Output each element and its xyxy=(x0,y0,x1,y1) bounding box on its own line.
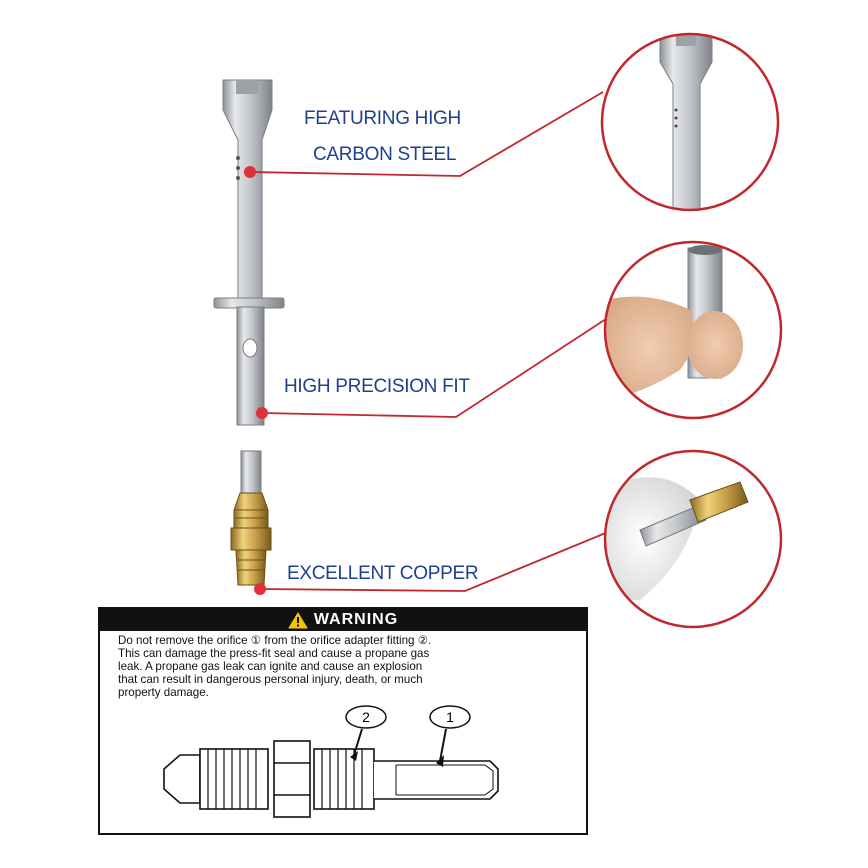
warning-title: WARNING xyxy=(313,611,399,628)
warning-line: property damage. xyxy=(118,686,209,699)
leader-lines xyxy=(249,91,610,592)
marker-dot-1 xyxy=(244,166,256,178)
warning-box: WARNING Do not remove the orifice ① from… xyxy=(98,607,588,835)
warning-triangle-icon xyxy=(287,611,308,628)
callout-2: 2 xyxy=(345,705,387,761)
orifice-diagram: 2 1 xyxy=(163,705,499,818)
feature-label-carbon-steel-line1: FEATURING HIGH xyxy=(304,108,461,129)
callout-2-label: 2 xyxy=(362,709,370,725)
callout-1-label: 1 xyxy=(446,709,454,725)
warning-line: Do not remove the orifice ① from the ori… xyxy=(118,634,432,647)
warning-text: Do not remove the orifice ① from the ori… xyxy=(118,634,580,699)
warning-line: This can damage the press-fit seal and c… xyxy=(118,647,430,660)
marker-dot-2 xyxy=(256,407,268,419)
warning-header: WARNING xyxy=(100,609,586,631)
feature-label-copper: EXCELLENT COPPER xyxy=(287,563,479,584)
brass-orifice-fitting xyxy=(230,450,272,586)
steel-burner-tube xyxy=(213,79,285,426)
feature-label-precision-fit: HIGH PRECISION FIT xyxy=(284,376,470,397)
warning-line: leak. A propane gas leak can ignite and … xyxy=(118,660,423,673)
marker-dot-3 xyxy=(254,583,266,595)
feature-label-carbon-steel-line2: CARBON STEEL xyxy=(313,144,457,165)
callout-1: 1 xyxy=(429,705,471,767)
zoom-circle-hand-fit xyxy=(603,240,783,420)
warning-line: that can result in dangerous personal in… xyxy=(118,673,423,686)
zoom-circle-glove-fitting xyxy=(603,449,783,629)
zoom-circle-tube-top xyxy=(600,32,780,212)
